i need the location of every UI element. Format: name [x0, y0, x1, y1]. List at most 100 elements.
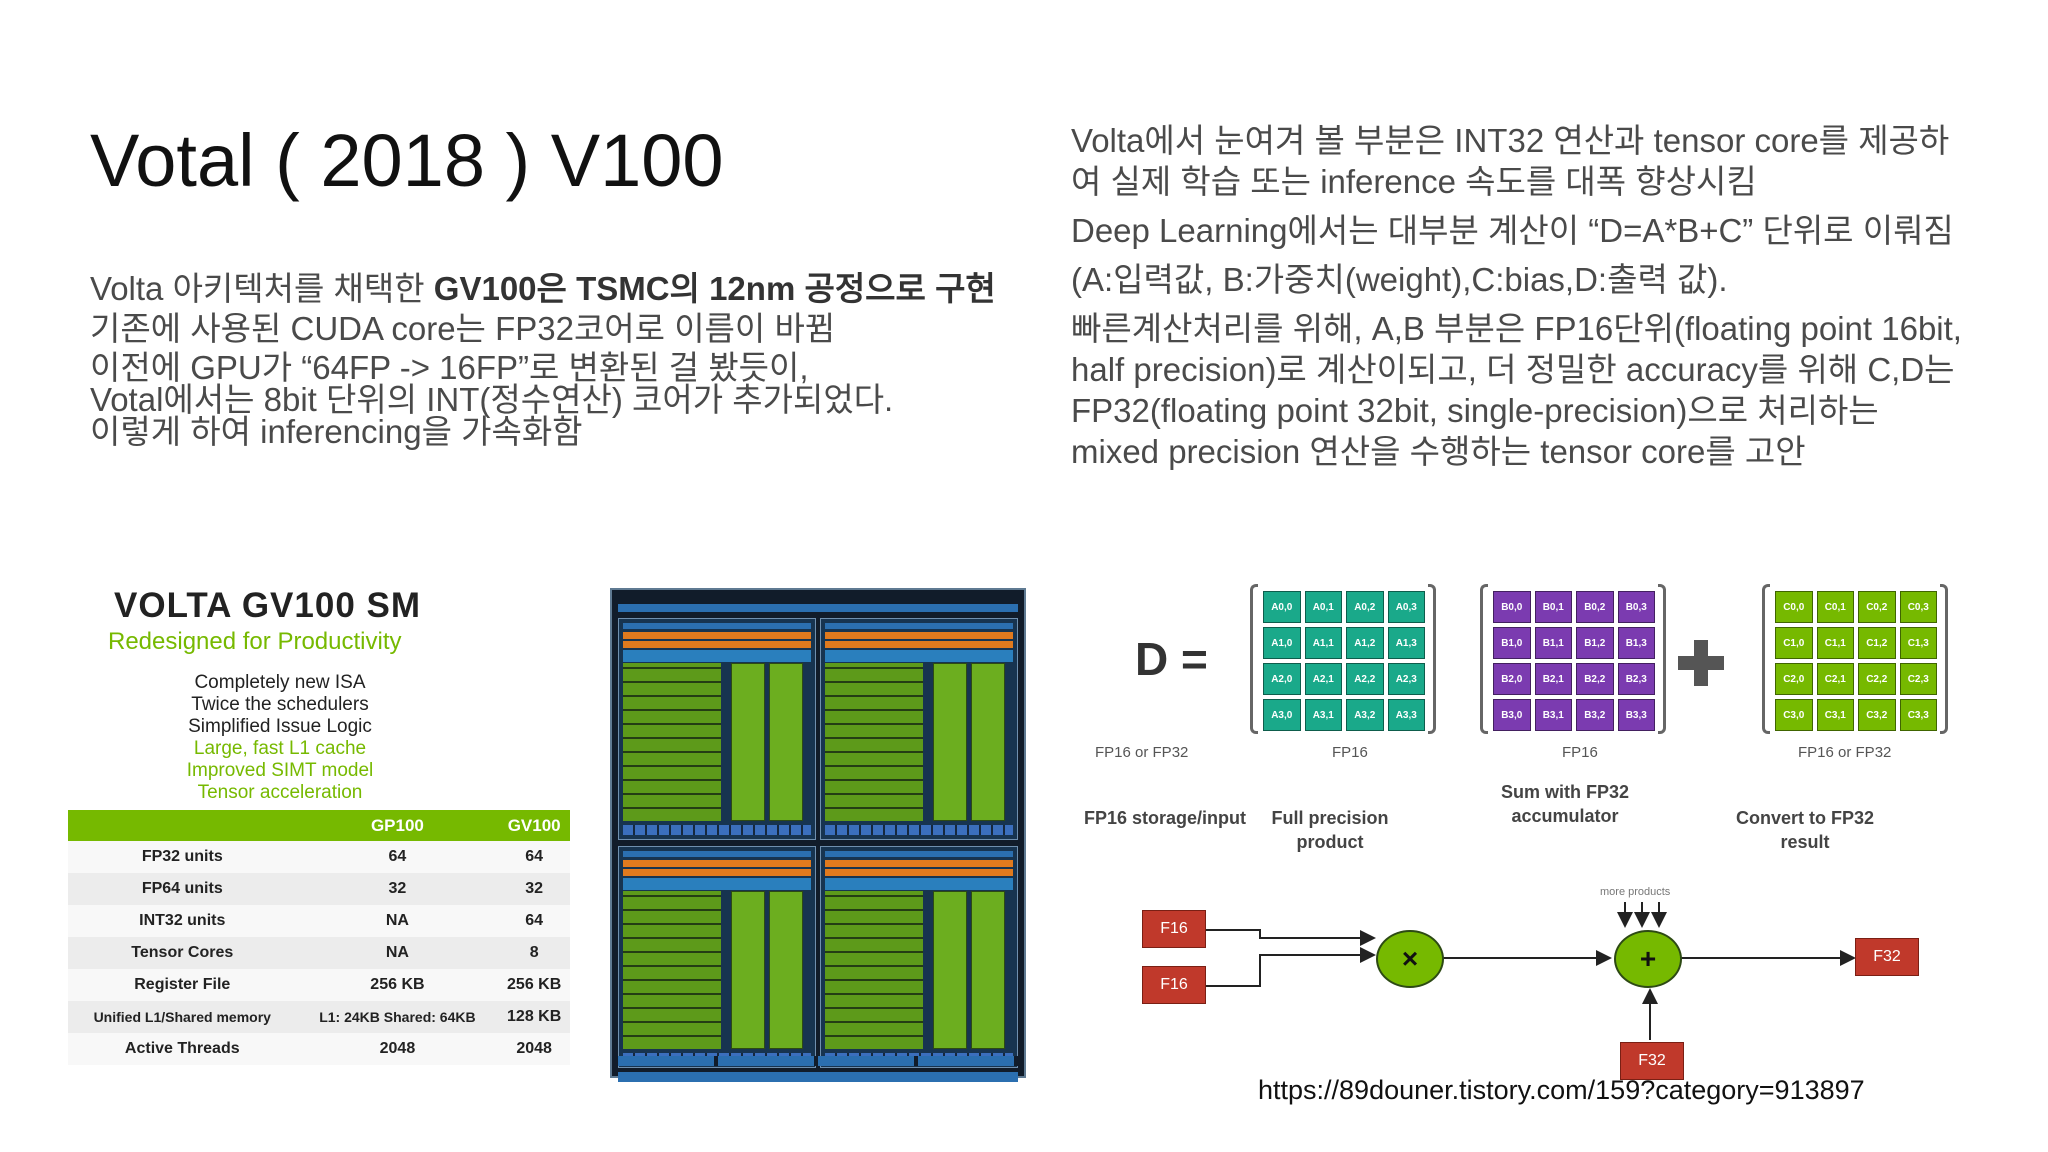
matrix-cell: C1,1: [1816, 627, 1854, 659]
matrix-cell: A3,1: [1304, 699, 1342, 731]
more-products-label: more products: [1600, 886, 1671, 898]
matrix-c-right-bracket: [1940, 584, 1948, 734]
spec-table-cell: Tensor Cores: [68, 937, 297, 969]
matrix-c-label: FP16 or FP32: [1798, 744, 1892, 761]
matrix-cell: A2,0: [1263, 663, 1301, 695]
page-title: Votal ( 2018 ) V100: [90, 119, 724, 202]
left-description: Volta 아키텍처를 채택한 GV100은 TSMC의 12nm 공정으로 구…: [90, 272, 1030, 454]
matrix-cell: A2,2: [1346, 663, 1384, 695]
dataflow-arrows: [1204, 902, 1856, 1040]
l1-instruction-cache-bar: [618, 604, 1018, 612]
right-paragraph-3: (A:입력값, B:가중치(weight),C:bias,D:출력 값).: [1071, 261, 1728, 298]
spec-table-cell: 32: [498, 873, 570, 905]
matrix-cell: C1,0: [1775, 627, 1813, 659]
sm-processing-block: [618, 618, 816, 840]
matrix-cell: C0,1: [1816, 591, 1854, 623]
spec-table-cell: 32: [296, 873, 499, 905]
matrix-cell: B1,0: [1493, 627, 1531, 659]
matrix-cell: A3,3: [1387, 699, 1425, 731]
sm-processing-block: [820, 618, 1018, 840]
spec-table-cell: Unified L1/Shared memory: [68, 1001, 297, 1033]
matrix-cell: A2,1: [1304, 663, 1342, 695]
sm-feature-item: Large, fast L1 cache: [193, 738, 367, 759]
source-url: https://89douner.tistory.com/159?categor…: [1258, 1075, 1865, 1105]
sm-feature-item: Completely new ISA: [194, 672, 366, 693]
stage-fp32-accumulator: Sum with FP32 accumulator: [1500, 782, 1630, 826]
matrix-cell: A3,0: [1263, 699, 1301, 731]
right-description: Volta에서 눈여겨 볼 부분은 INT32 연산과 tensor core를…: [1071, 120, 1971, 480]
matrix-b-right-bracket: [1658, 584, 1666, 734]
matrix-cell: C1,2: [1858, 627, 1896, 659]
sm-block-diagram: [610, 588, 1026, 1082]
volta-sm-spec-panel: VOLTA GV100 SM Redesigned for Productivi…: [68, 580, 570, 1070]
matrix-c-left-bracket: [1762, 584, 1770, 734]
multiply-node: ×: [1376, 930, 1444, 988]
matrix-cell: C0,3: [1899, 591, 1937, 623]
add-node: +: [1614, 930, 1682, 988]
matrix-cell: C2,0: [1775, 663, 1813, 695]
matrix-cell: C3,0: [1775, 699, 1813, 731]
f32-accumulator-box: F32: [1620, 1042, 1684, 1080]
matrix-cell: C0,0: [1775, 591, 1813, 623]
spec-table-cell: Register File: [68, 969, 297, 1001]
left-paragraph-1-bold: GV100은 TSMC의 12nm 공정으로 구현: [433, 270, 996, 307]
matrix-cell: B1,3: [1617, 627, 1655, 659]
spec-table-cell: 256 KB: [498, 969, 570, 1001]
matrix-cell: B2,0: [1493, 663, 1531, 695]
spec-column-header: [68, 810, 297, 841]
matrix-cell: A0,0: [1263, 591, 1301, 623]
matrix-cell: A1,3: [1387, 627, 1425, 659]
matrix-cell: A0,1: [1304, 591, 1342, 623]
matrix-cell: B0,0: [1493, 591, 1531, 623]
spec-table-cell: 64: [296, 841, 499, 873]
d-equals-label: D =: [1135, 633, 1208, 685]
sm-feature-item: Twice the schedulers: [191, 694, 369, 715]
matrix-cell: B0,1: [1534, 591, 1572, 623]
spec-table-cell: 128 KB: [498, 1001, 570, 1033]
spec-table-cell: 8: [498, 937, 570, 969]
matrix-a-left-bracket: [1250, 584, 1258, 734]
left-paragraph-2: 기존에 사용된 CUDA core는 FP32코어로 이름이 바뀜: [90, 310, 836, 347]
l1-data-cache-bar: [618, 1072, 1018, 1082]
spec-table-cell: NA: [296, 937, 499, 969]
matrix-cell: A2,3: [1387, 663, 1425, 695]
matrix-cell: C2,1: [1816, 663, 1854, 695]
matrix-cell: C3,3: [1899, 699, 1937, 731]
matrix-cell: C1,3: [1899, 627, 1937, 659]
spec-table-cell: INT32 units: [68, 905, 297, 937]
sm-panel-subtitle: Redesigned for Productivity: [108, 628, 402, 655]
matrix-cell: C2,3: [1899, 663, 1937, 695]
spec-column-header: GV100: [498, 810, 570, 841]
left-paragraph-3: 이전에 GPU가 “64FP -> 16FP”로 변환된 걸 봤듯이, Vota…: [90, 349, 894, 450]
sm-feature-item: Improved SIMT model: [186, 760, 374, 781]
matrix-cell: C3,2: [1858, 699, 1896, 731]
matrix-cell: A1,1: [1304, 627, 1342, 659]
sm-panel-title: VOLTA GV100 SM: [114, 586, 422, 625]
spec-table-cell: 256 KB: [296, 969, 499, 1001]
matrix-cell: B3,2: [1576, 699, 1614, 731]
matrix-cell: B1,1: [1534, 627, 1572, 659]
matrix-cell: B3,0: [1493, 699, 1531, 731]
matrix-cell: B3,3: [1617, 699, 1655, 731]
spec-table-cell: FP32 units: [68, 841, 297, 873]
matrix-cell: A3,2: [1346, 699, 1384, 731]
left-paragraph-1: Volta 아키텍처를 채택한 GV100은 TSMC의 12nm 공정으로 구…: [90, 270, 996, 307]
right-paragraph-4: 빠른계산처리를 위해, A,B 부분은 FP16단위(floating poin…: [1071, 310, 1962, 470]
sm-processing-block: [618, 846, 816, 1068]
sm-processing-block: [820, 846, 1018, 1068]
sm-feature-item: Simplified Issue Logic: [188, 716, 372, 737]
sm-feature-item: Tensor acceleration: [197, 782, 363, 803]
matrix-cell: B2,3: [1617, 663, 1655, 695]
f32-output-box: F32: [1855, 938, 1919, 976]
f16-input-box-2: F16: [1142, 966, 1206, 1004]
spec-table-cell: FP64 units: [68, 873, 297, 905]
